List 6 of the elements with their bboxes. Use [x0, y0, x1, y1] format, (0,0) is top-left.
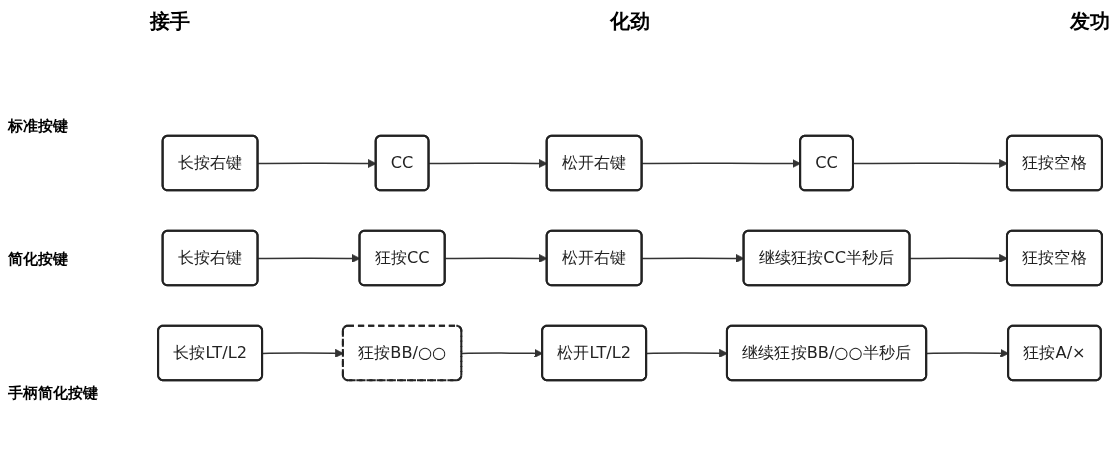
column-heading: 化劲	[610, 8, 650, 35]
row-heading: 简化按键	[8, 250, 69, 270]
row-heading: 手柄简化按键	[8, 383, 99, 403]
row-heading: 标准按键	[8, 117, 69, 137]
column-heading: 接手	[150, 8, 190, 35]
column-heading: 发功	[1070, 8, 1110, 35]
